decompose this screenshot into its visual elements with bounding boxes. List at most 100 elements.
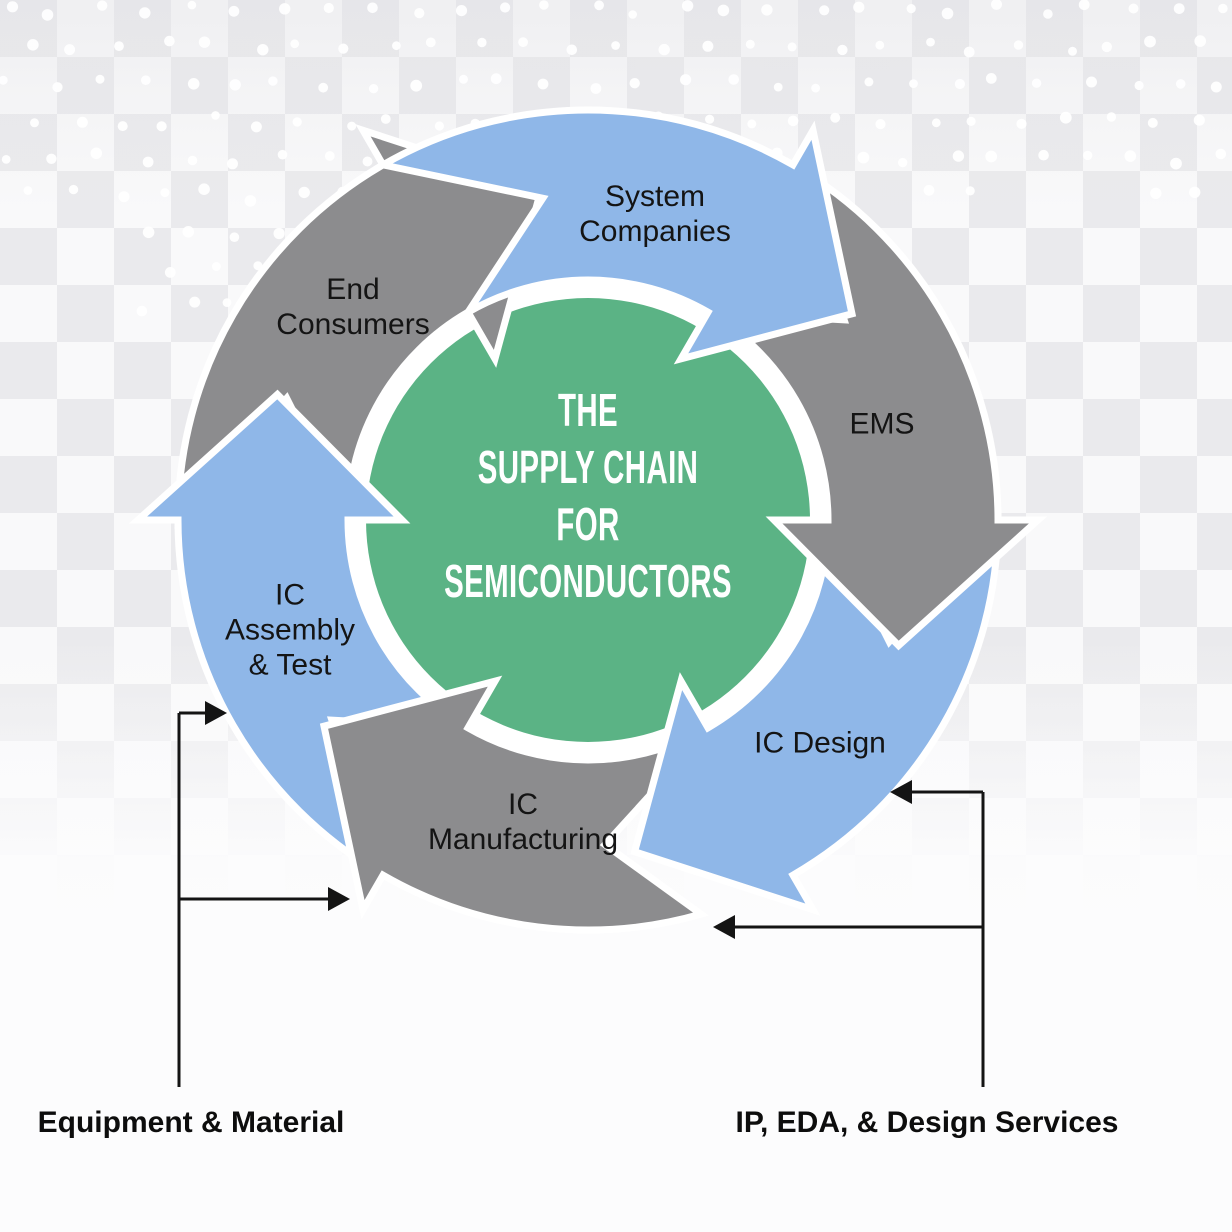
background-dot xyxy=(23,186,33,195)
background-dot xyxy=(1013,40,1024,50)
background-dot xyxy=(745,39,755,49)
arrow-ic-manufacturing xyxy=(319,675,735,934)
background-dot xyxy=(566,44,578,56)
background-dot xyxy=(926,37,935,47)
background-dot xyxy=(931,118,941,128)
background-dot xyxy=(819,5,830,16)
ip-eda-services-connector xyxy=(713,780,985,1087)
background-dot xyxy=(164,35,175,47)
arrowhead-to-ic-manufacturing-left xyxy=(328,887,350,911)
background-dot xyxy=(702,40,714,52)
background-dot xyxy=(459,74,468,84)
background-dot xyxy=(198,183,210,195)
background-dot xyxy=(963,46,975,58)
supply-chain-hub-circle xyxy=(366,298,810,742)
background-dot xyxy=(1147,117,1158,128)
arrow-ic-assembly-test xyxy=(128,389,483,883)
background-dot xyxy=(1218,3,1228,14)
background-dot xyxy=(787,115,799,127)
background-dot xyxy=(490,73,502,85)
background-dot xyxy=(1016,118,1027,129)
background-dot xyxy=(6,1,19,13)
background-dot xyxy=(1124,150,1137,162)
background-dot xyxy=(228,5,240,17)
background-dot xyxy=(787,42,797,52)
background-dot xyxy=(292,117,302,127)
background-dot xyxy=(273,227,285,240)
background-dot xyxy=(187,155,198,166)
background-dot xyxy=(853,1,865,13)
background-dot xyxy=(1031,78,1042,88)
background-dot xyxy=(681,0,694,12)
background-dot xyxy=(41,9,54,21)
background-dot xyxy=(318,82,329,93)
background-dot xyxy=(229,79,241,91)
background-dot xyxy=(830,112,841,123)
background-dot xyxy=(114,41,124,51)
background-dot xyxy=(773,82,783,92)
background-dot xyxy=(747,119,757,129)
background-dot xyxy=(250,121,262,133)
background-dot xyxy=(1189,186,1201,198)
background-dot xyxy=(244,195,257,207)
background-dot xyxy=(1043,9,1053,19)
arrow-ems xyxy=(693,157,1048,651)
background-dot xyxy=(477,37,487,48)
background-dot xyxy=(1083,150,1093,161)
background-dot xyxy=(680,74,692,86)
background-dot xyxy=(211,262,221,271)
background-dot xyxy=(898,157,908,168)
background-dot xyxy=(1068,46,1077,56)
background-dot xyxy=(864,77,874,87)
background-dot xyxy=(590,83,602,94)
background-dot xyxy=(156,121,167,132)
background-dot xyxy=(117,121,128,132)
background-dot xyxy=(222,298,232,307)
background-dot xyxy=(257,44,269,56)
background-dot xyxy=(90,147,103,160)
background-dot xyxy=(76,116,88,128)
ip-eda-services-line xyxy=(735,790,985,1087)
background-dot xyxy=(64,44,76,56)
background-dot xyxy=(628,10,637,19)
background-dot xyxy=(985,73,997,84)
background-dot xyxy=(455,5,468,17)
background-dot xyxy=(1194,35,1206,47)
background-dot xyxy=(1173,3,1185,14)
background-dot xyxy=(298,186,310,199)
background-dot xyxy=(1038,149,1049,161)
background-dot xyxy=(1150,187,1162,199)
background-dot xyxy=(434,121,444,131)
equipment-material-connector xyxy=(177,701,350,1087)
background-dot xyxy=(0,75,8,85)
background-dot xyxy=(229,232,240,242)
background-dot xyxy=(142,226,155,239)
background-dot xyxy=(941,7,954,20)
background-dot xyxy=(277,149,288,160)
background-dot xyxy=(1144,35,1156,48)
background-dot xyxy=(425,37,436,48)
background-dot xyxy=(290,39,300,49)
background-dot xyxy=(857,151,870,164)
equipment-material-line xyxy=(177,711,328,1087)
arrowhead-to-ic-assembly xyxy=(205,701,227,725)
arrowhead-to-ic-manufacturing-right xyxy=(713,915,735,939)
background-dot xyxy=(1210,81,1222,93)
background-dot xyxy=(136,305,148,317)
background-dot xyxy=(1215,148,1227,160)
background-dot xyxy=(141,75,151,85)
arrow-ic-design xyxy=(630,505,1002,916)
cycle-arrows xyxy=(128,106,1048,934)
background-dot xyxy=(347,121,357,131)
background-dot xyxy=(68,184,79,195)
background-dot xyxy=(811,83,820,93)
background-dot xyxy=(1059,111,1072,124)
background-dot xyxy=(954,78,966,90)
background-dot xyxy=(410,79,423,92)
background-dot xyxy=(909,79,918,88)
background-dot xyxy=(392,41,401,51)
background-dot xyxy=(1,155,11,164)
background-dot xyxy=(414,8,425,19)
